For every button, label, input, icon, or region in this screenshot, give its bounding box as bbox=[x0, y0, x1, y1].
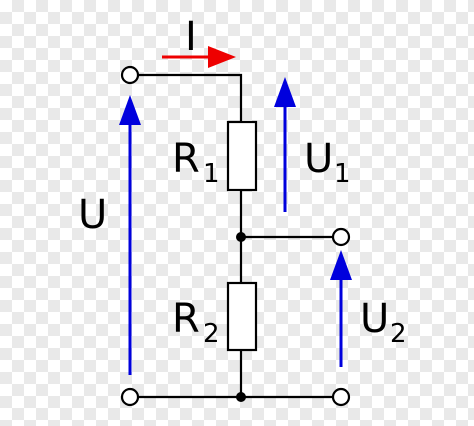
terminal-output-bottom bbox=[331, 387, 351, 407]
label-r1-main: R bbox=[172, 136, 200, 182]
wire-top bbox=[138, 73, 243, 122]
label-voltage-total: U bbox=[78, 192, 107, 238]
label-u1-sub: 1 bbox=[334, 159, 351, 189]
label-u2-main: U bbox=[360, 296, 389, 342]
label-r2-main: R bbox=[172, 296, 200, 342]
terminal-input-top bbox=[120, 65, 140, 85]
current-arrow bbox=[162, 46, 236, 68]
resistor-r1 bbox=[226, 120, 258, 192]
label-u1-main: U bbox=[304, 136, 333, 182]
label-r2-sub: 2 bbox=[203, 319, 220, 349]
label-current: I bbox=[185, 14, 197, 60]
label-r1-sub: 1 bbox=[203, 159, 220, 189]
terminal-input-bottom bbox=[120, 387, 140, 407]
voltage-arrow-u2 bbox=[330, 250, 352, 367]
voltage-arrow-u bbox=[119, 95, 141, 375]
junction-node-middle bbox=[236, 232, 246, 242]
voltage-arrow-u1 bbox=[274, 77, 296, 212]
label-r2: R 2 bbox=[172, 296, 220, 349]
label-u1: U 1 bbox=[304, 136, 351, 189]
resistor-r2 bbox=[226, 281, 258, 352]
label-u2: U 2 bbox=[360, 296, 407, 349]
label-u2-sub: 2 bbox=[390, 319, 407, 349]
terminal-output-top bbox=[331, 227, 351, 247]
junction-node-bottom bbox=[236, 392, 246, 402]
label-r1: R 1 bbox=[172, 136, 220, 189]
